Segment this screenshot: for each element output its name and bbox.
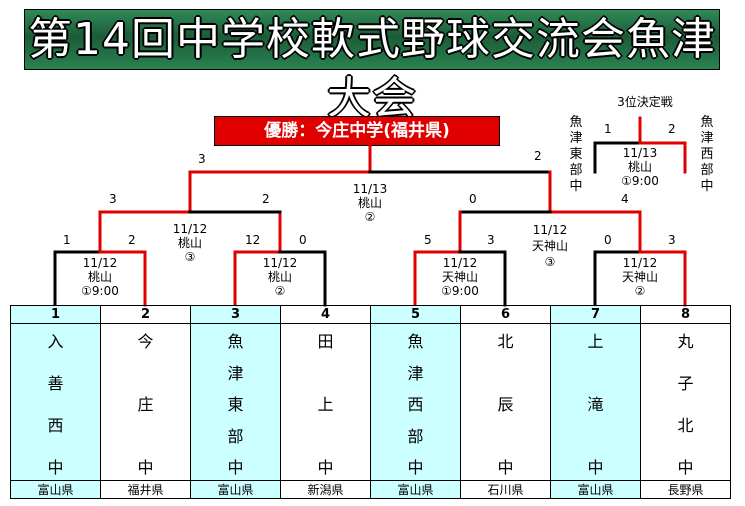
team-name: 北辰中 [460, 323, 551, 481]
team-name-char: 中 [47, 458, 64, 477]
team-name: 魚津西部中 [370, 323, 461, 481]
team-number: 5 [370, 305, 461, 324]
team-name: 田上中 [280, 323, 371, 481]
team-name-char: 中 [317, 458, 334, 477]
team-name-char: 魚 [407, 332, 424, 351]
third-place-left-team: 魚津東部中 [569, 115, 583, 194]
score: 2 [534, 149, 542, 163]
win-line [98, 210, 147, 307]
score: 1 [604, 122, 612, 136]
team-name-char: 入 [47, 332, 64, 351]
team-prefecture: 長野県 [640, 480, 731, 499]
score: 12 [245, 233, 261, 247]
score: 2 [262, 192, 270, 206]
score: 0 [604, 233, 612, 247]
team-prefecture: 石川県 [460, 480, 551, 499]
team-name-char: 田 [317, 332, 334, 351]
team-number: 3 [190, 305, 281, 324]
team-name-char: 善 [47, 374, 64, 393]
score: 4 [621, 192, 629, 206]
team-name-char: 丸 [677, 332, 694, 351]
team-name-char: 津 [407, 363, 424, 383]
team-name-char: 辰 [497, 395, 514, 414]
champion-banner: 優勝：今庄中学(福井県) [214, 116, 500, 146]
team-name-char: 中 [587, 458, 604, 477]
win-line [413, 210, 462, 307]
team-prefecture: 富山県 [370, 480, 461, 499]
line [53, 250, 102, 307]
line [458, 250, 507, 307]
score: 3 [109, 192, 117, 206]
team-name-char: 今 [137, 332, 154, 351]
team-name-char: 部 [407, 426, 424, 446]
team-name: 入善西中 [10, 323, 101, 481]
team-name-char: 子 [677, 374, 694, 393]
team-name-char: 西 [47, 416, 64, 435]
win-line [188, 144, 372, 174]
win-line [638, 250, 687, 307]
team-number: 8 [640, 305, 731, 324]
page-title: 第14回中学校軟式野球交流会魚津大会 [24, 9, 720, 124]
team-number: 2 [100, 305, 191, 324]
score: 0 [299, 233, 307, 247]
team-name-char: 中 [227, 458, 244, 477]
team-prefecture: 富山県 [190, 480, 281, 499]
score: 3 [668, 233, 676, 247]
team-name-char: 北 [677, 416, 694, 435]
team-name-char: 中 [497, 458, 514, 477]
team-name: 上滝中 [550, 323, 641, 481]
score: 0 [469, 192, 477, 206]
team-name-char: 中 [137, 458, 154, 477]
team-name: 丸子北中 [640, 323, 731, 481]
team-name-char: 東 [227, 395, 244, 414]
team-prefecture: 富山県 [10, 480, 101, 499]
score: 5 [424, 233, 432, 247]
team-name-char: 滝 [587, 395, 604, 414]
team-name-char: 庄 [137, 395, 154, 414]
win-line [233, 210, 282, 307]
win-line [638, 116, 687, 174]
score: 2 [668, 122, 676, 136]
team-prefecture: 富山県 [550, 480, 641, 499]
team-prefecture: 福井県 [100, 480, 191, 499]
score: 1 [63, 233, 71, 247]
team-number: 4 [280, 305, 371, 324]
team-prefecture: 新潟県 [280, 480, 371, 499]
team-name-char: 北 [497, 332, 514, 351]
team-name: 今庄中 [100, 323, 191, 481]
team-number: 6 [460, 305, 551, 324]
third-place-title: 3位決定戦 [617, 95, 673, 109]
team-name: 魚津東部中 [190, 323, 281, 481]
team-name-char: 西 [407, 395, 424, 414]
team-name-char: 上 [317, 395, 334, 414]
team-name-char: 中 [407, 458, 424, 477]
team-name-char: 中 [677, 458, 694, 477]
team-number: 7 [550, 305, 641, 324]
team-number: 1 [10, 305, 101, 324]
line [278, 250, 327, 307]
team-name-char: 上 [587, 332, 604, 351]
line [593, 250, 642, 307]
line [593, 141, 642, 174]
score: 2 [128, 233, 136, 247]
team-name-char: 魚 [227, 332, 244, 351]
score: 3 [487, 233, 495, 247]
team-name-char: 津 [227, 363, 244, 383]
team-name-char: 部 [227, 426, 244, 446]
score: 3 [198, 152, 206, 166]
third-place-right-team: 魚津西部中 [700, 115, 714, 194]
win-line [548, 170, 642, 254]
